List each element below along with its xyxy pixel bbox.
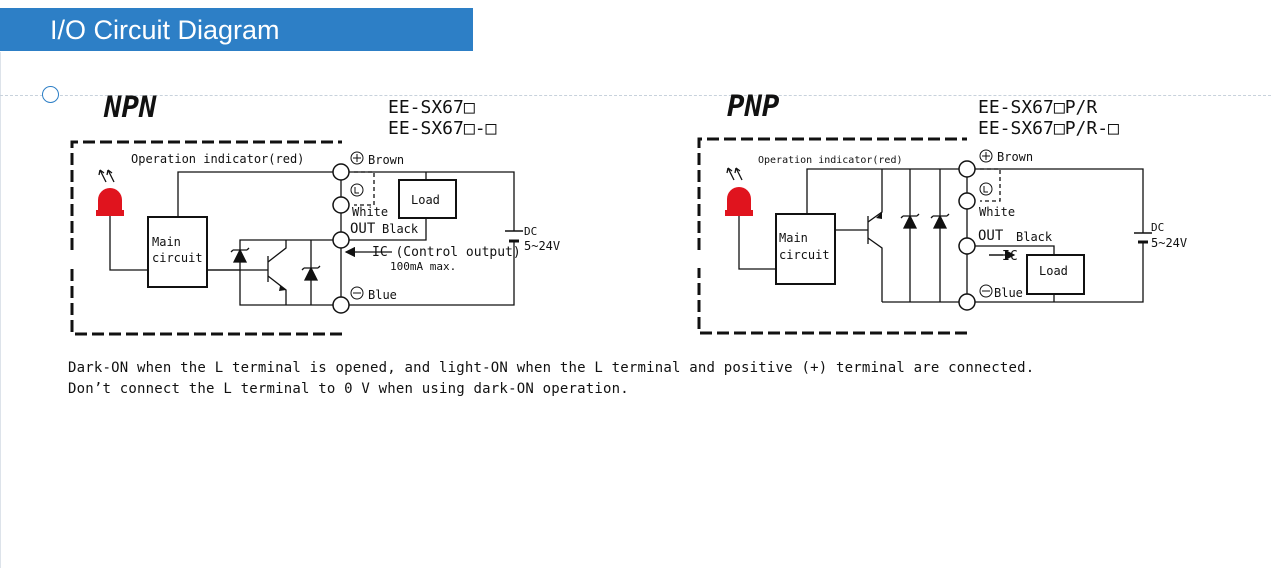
npn-l-link bbox=[354, 171, 375, 206]
pnp-brown-label: Brown bbox=[997, 150, 1033, 164]
pnp-load bbox=[1026, 254, 1085, 295]
note-line-1: Dark-ON when the L terminal is opened, a… bbox=[68, 360, 1035, 376]
pnp-model-1: EE-SX67□P/R bbox=[978, 97, 1097, 118]
npn-ic-label: IC (Control output) bbox=[372, 245, 521, 260]
npn-dc-label: DC bbox=[524, 225, 537, 238]
pnp-blue-label: Blue bbox=[994, 286, 1023, 300]
npn-l-icon bbox=[350, 183, 364, 197]
pnp-zener-icon-2 bbox=[930, 213, 950, 229]
pnp-transistor-icon bbox=[876, 212, 882, 219]
npn-model-2: EE-SX67□-□ bbox=[388, 118, 497, 139]
pnp-wiring bbox=[738, 168, 1144, 303]
npn-minus-icon bbox=[350, 286, 364, 300]
pnp-battery-icon bbox=[1134, 232, 1152, 244]
npn-terminal-l bbox=[332, 196, 350, 214]
npn-transistor-icon bbox=[279, 286, 286, 291]
section-header: I/O Circuit Diagram bbox=[0, 8, 473, 51]
pnp-diagram: PNP EE-SX67□P/R EE-SX67□P/R-□ Operation … bbox=[697, 89, 1187, 335]
npn-out-label: OUT bbox=[350, 221, 376, 237]
npn-diagram: NPN EE-SX67□ EE-SX67□-□ Operation indica… bbox=[70, 90, 560, 336]
pnp-black-label: Black bbox=[1016, 230, 1053, 244]
pnp-terminal-l bbox=[958, 192, 976, 210]
pnp-indicator-label: Operation indicator(red) bbox=[758, 155, 903, 166]
pnp-main-circuit-label-1: Main bbox=[779, 231, 808, 245]
pnp-heading: PNP bbox=[727, 89, 780, 123]
npn-white-label: White bbox=[352, 205, 388, 219]
pnp-sensor-housing bbox=[697, 137, 967, 335]
timeline-marker-icon bbox=[42, 86, 59, 103]
pnp-main-circuit-label-2: circuit bbox=[779, 248, 830, 262]
npn-blue-label: Blue bbox=[368, 288, 397, 302]
npn-load-label: Load bbox=[411, 193, 440, 207]
pnp-terminal-out bbox=[958, 237, 976, 255]
npn-battery-icon bbox=[505, 230, 523, 243]
npn-heading: NPN bbox=[103, 90, 157, 124]
npn-plus-icon bbox=[350, 151, 364, 165]
npn-diode-icon bbox=[301, 265, 321, 281]
note-line-2: Don’t connect the L terminal to 0 V when… bbox=[68, 381, 629, 397]
npn-main-circuit bbox=[147, 216, 208, 288]
npn-main-circuit-label-2: circuit bbox=[152, 251, 203, 265]
npn-zener-icon bbox=[230, 247, 250, 263]
npn-ic-rating: 100mA max. bbox=[390, 260, 456, 273]
pnp-out-label: OUT bbox=[978, 228, 1004, 244]
pnp-main-circuit bbox=[775, 213, 836, 285]
pnp-model-2: EE-SX67□P/R-□ bbox=[978, 118, 1119, 139]
npn-terminal-brown bbox=[332, 163, 350, 181]
pnp-terminal-brown bbox=[958, 160, 976, 178]
npn-led-icon bbox=[96, 169, 124, 216]
npn-indicator-label: Operation indicator(red) bbox=[131, 152, 304, 166]
npn-load bbox=[398, 179, 457, 219]
divider-line bbox=[0, 95, 1271, 96]
npn-brown-label: Brown bbox=[368, 153, 404, 167]
npn-voltage-label: 5~24V bbox=[524, 239, 560, 253]
pnp-load-label: Load bbox=[1039, 264, 1068, 278]
npn-terminal-out bbox=[332, 231, 350, 249]
pnp-voltage-label: 5~24V bbox=[1151, 236, 1187, 250]
pnp-l-icon bbox=[979, 182, 993, 196]
npn-terminal-blue bbox=[332, 296, 350, 314]
npn-main-circuit-label-1: Main bbox=[152, 235, 181, 249]
pnp-minus-icon bbox=[979, 284, 993, 298]
pnp-led-icon bbox=[725, 167, 753, 216]
pnp-l-link bbox=[980, 168, 1001, 202]
npn-black-label: Black bbox=[382, 222, 419, 236]
pnp-dc-label: DC bbox=[1151, 221, 1164, 234]
pnp-plus-icon bbox=[979, 149, 993, 163]
section-title: I/O Circuit Diagram bbox=[50, 15, 280, 45]
npn-model-1: EE-SX67□ bbox=[388, 97, 475, 118]
npn-sensor-housing bbox=[70, 140, 342, 336]
pnp-white-label: White bbox=[979, 205, 1015, 219]
content-border bbox=[0, 52, 1, 568]
pnp-zener-icon-1 bbox=[900, 213, 920, 229]
pnp-ic-label: IC bbox=[1002, 249, 1018, 264]
pnp-terminal-blue bbox=[958, 293, 976, 311]
